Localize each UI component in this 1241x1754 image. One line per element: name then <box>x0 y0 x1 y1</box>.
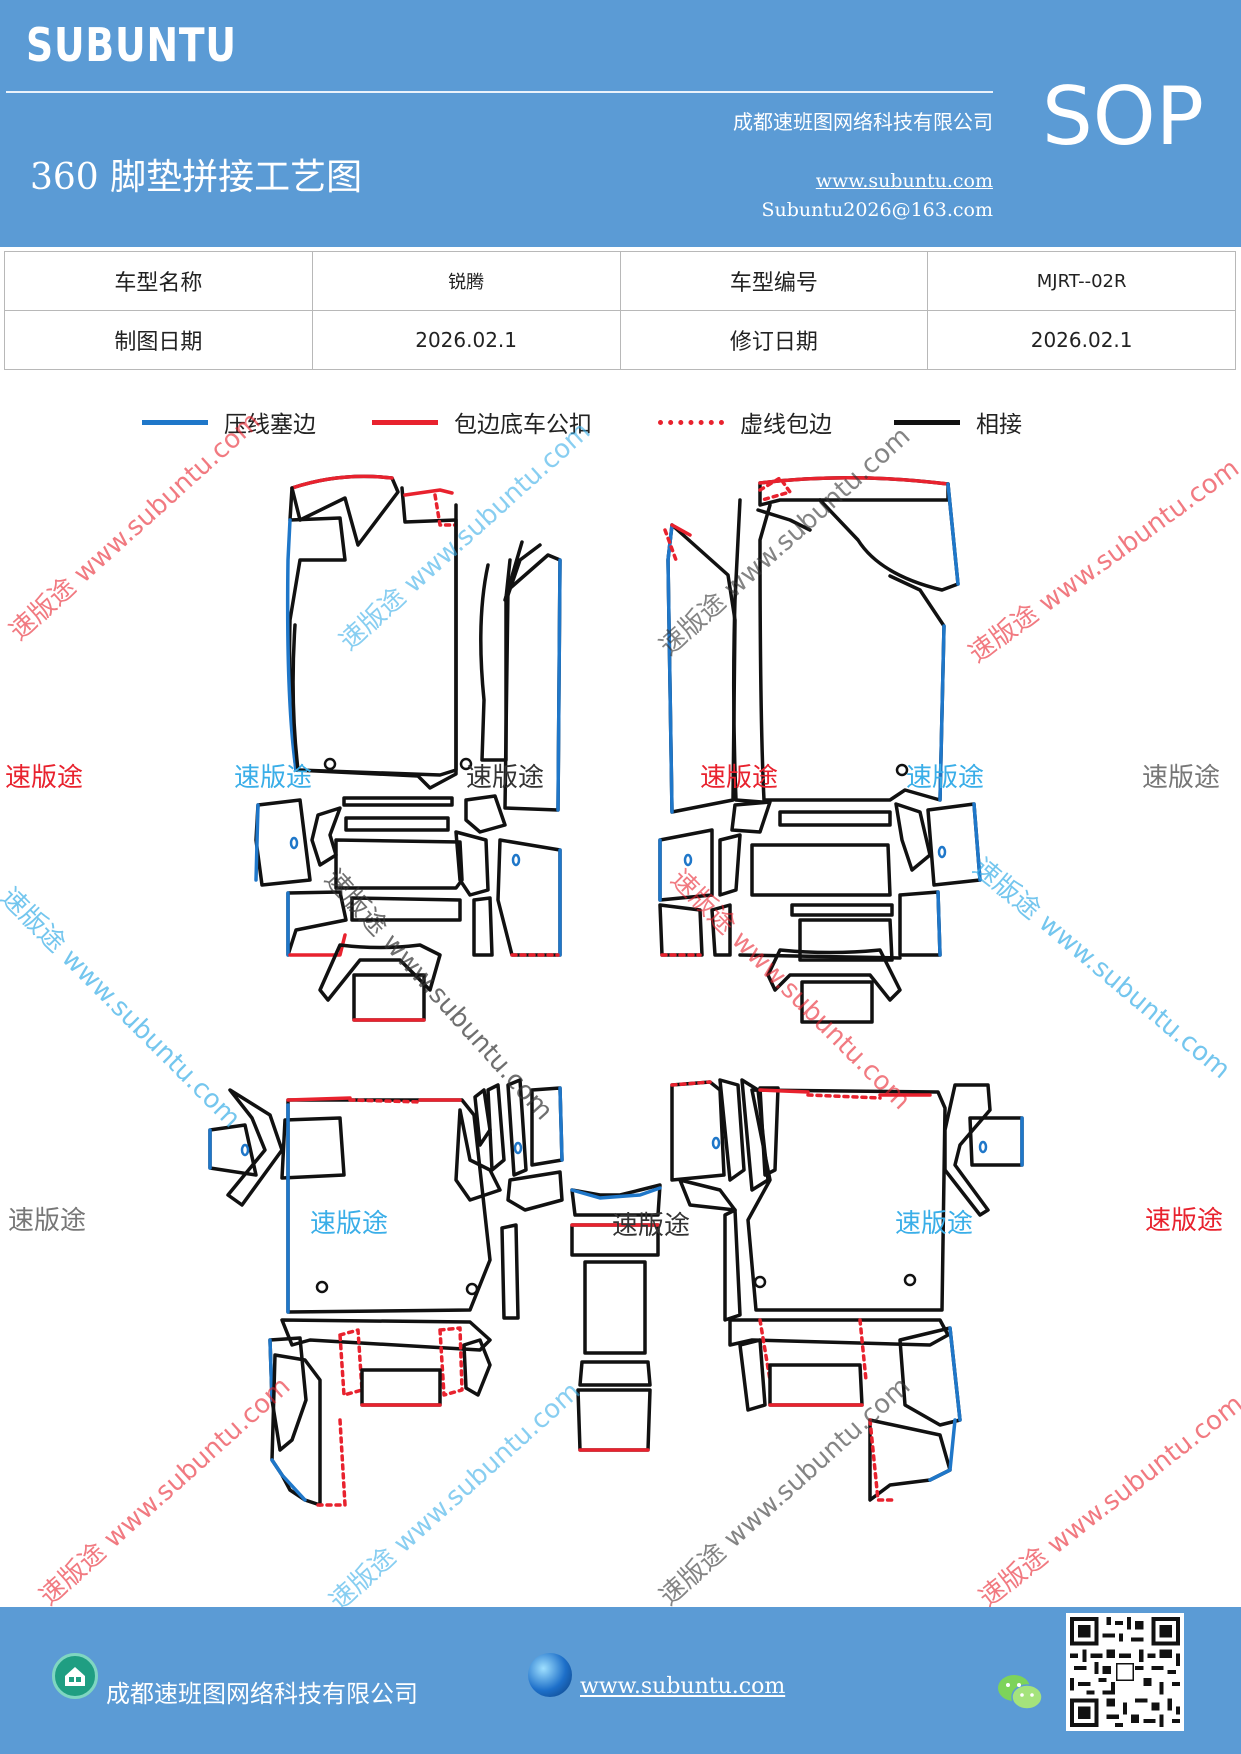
page-title: 360 脚垫拼接工艺图 <box>30 157 363 198</box>
value-revise-date: 2026.02.1 <box>927 310 1236 370</box>
legend-swatch-black <box>894 419 960 425</box>
legend-label: 压线塞边 <box>224 412 316 438</box>
footer-company-name: 成都速班图网络科技有限公司 <box>106 1680 418 1708</box>
legend-label: 相接 <box>976 412 1022 438</box>
email-link[interactable]: Subuntu2026@163.com <box>761 199 993 221</box>
wechat-icon[interactable] <box>996 1671 1044 1717</box>
info-table: 车型名称 锐腾 车型编号 MJRT--02R 制图日期 2026.02.1 修订… <box>4 251 1236 370</box>
watermark-text: 速版途 <box>310 1209 389 1239</box>
header-banner: SUBUNTU 360 脚垫拼接工艺图 成都速班图网络科技有限公司 www.su… <box>0 0 1241 247</box>
legend-item-wrap-edge: 包边底车公扣 <box>372 405 592 439</box>
house-icon <box>52 1653 98 1699</box>
watermark-text: 速版途 <box>612 1211 691 1241</box>
header-divider <box>6 91 993 93</box>
label-model-code: 车型编号 <box>619 251 929 311</box>
legend-item-dotted-edge: 虚线包边 <box>658 405 832 439</box>
value-model-code: MJRT--02R <box>927 251 1236 311</box>
legend-swatch-blue <box>142 419 208 425</box>
legend-label: 虚线包边 <box>740 412 832 438</box>
footer-banner: 成都速班图网络科技有限公司 www.subuntu.com <box>0 1607 1241 1754</box>
legend-swatch-red <box>372 419 438 425</box>
mat-rear-right <box>670 1078 1024 1502</box>
legend-item-join: 相接 <box>894 405 1022 439</box>
qr-code-icon <box>1066 1613 1184 1731</box>
footer-website-link[interactable]: www.subuntu.com <box>580 1674 786 1699</box>
brand-logo: SUBUNTU <box>26 18 237 72</box>
watermark-text: 速版途 <box>1145 1206 1224 1236</box>
value-model-name: 锐腾 <box>311 251 621 311</box>
watermark-text: 速版途 <box>5 763 84 793</box>
label-revise-date: 修订日期 <box>619 310 929 370</box>
label-model-name: 车型名称 <box>4 251 313 311</box>
table-row: 制图日期 2026.02.1 修订日期 2026.02.1 <box>4 310 1236 370</box>
watermark-text: 速版途 <box>234 763 313 793</box>
mat-center-tunnel <box>570 1183 662 1452</box>
value-draw-date: 2026.02.1 <box>311 310 621 370</box>
company-name: 成都速班图网络科技有限公司 <box>733 110 993 134</box>
watermark-text: 速版途 <box>1142 763 1221 793</box>
website-link[interactable]: www.subuntu.com <box>815 170 993 192</box>
watermark-text: 速版途 <box>466 763 545 793</box>
watermark-text: 速版途 <box>906 763 985 793</box>
sop-badge: SOP <box>1042 70 1204 163</box>
label-draw-date: 制图日期 <box>4 310 313 370</box>
mat-front-right <box>658 476 982 1024</box>
legend-item-press-line: 压线塞边 <box>142 405 316 439</box>
legend-swatch-red-dotted <box>658 419 724 425</box>
watermark-text: 速版途 <box>8 1206 87 1236</box>
mat-rear-left <box>208 1078 564 1507</box>
mat-front-left <box>254 474 562 1022</box>
watermark-text: 速版途 <box>700 763 779 793</box>
table-row: 车型名称 锐腾 车型编号 MJRT--02R <box>4 251 1236 311</box>
globe-icon <box>528 1653 572 1697</box>
watermark-text: 速版途 <box>895 1209 974 1239</box>
legend-label: 包边底车公扣 <box>454 412 592 438</box>
